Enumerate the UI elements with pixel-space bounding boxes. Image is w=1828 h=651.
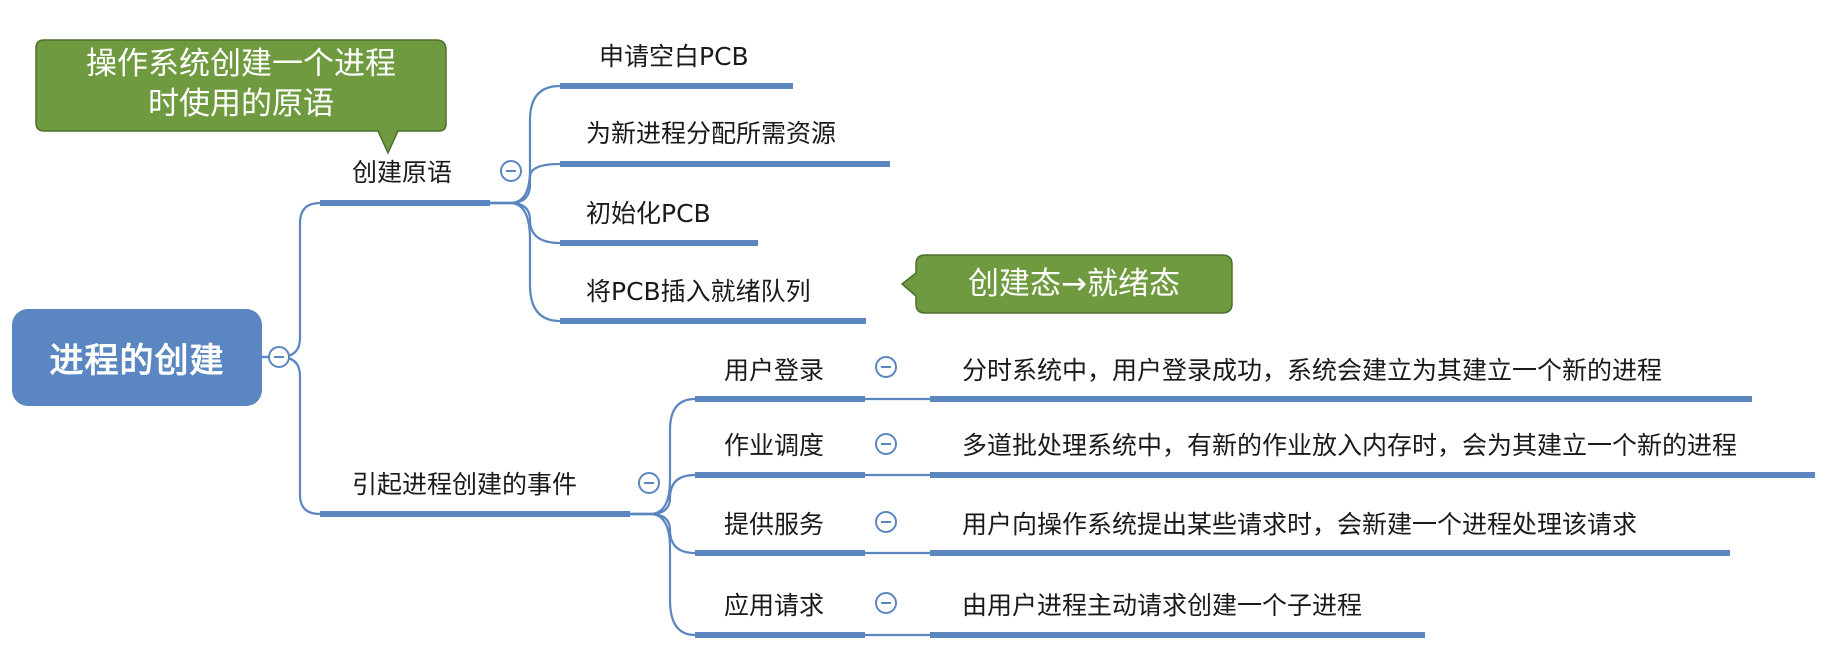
collapse-minus-icon[interactable] xyxy=(638,472,660,494)
edge-root-creation xyxy=(262,201,321,359)
edge-events-item1 xyxy=(630,397,696,516)
node-event-name-2[interactable]: 作业调度 xyxy=(724,431,825,460)
node-event-desc-2[interactable]: 多道批处理系统中，有新的作业放入内存时，会为其建立一个新的进程 xyxy=(962,431,1738,460)
edge-creation-step2 xyxy=(490,162,561,205)
node-event-desc-3[interactable]: 用户向操作系统提出某些请求时，会新建一个进程处理该请求 xyxy=(962,510,1638,539)
collapse-minus-icon[interactable] xyxy=(875,511,897,533)
node-event-name-4[interactable]: 应用请求 xyxy=(724,591,825,620)
callout-primitive-line2: 时使用的原语 xyxy=(148,86,334,122)
collapse-minus-icon[interactable] xyxy=(268,346,290,368)
collapse-minus-icon[interactable] xyxy=(875,356,897,378)
node-creation-primitive[interactable]: 创建原语 xyxy=(352,158,453,187)
node-step-4[interactable]: 将PCB插入就绪队列 xyxy=(586,277,811,306)
edge-creation-step3 xyxy=(490,201,561,245)
edge-events-item2 xyxy=(630,473,696,516)
callout-state-bubble xyxy=(900,254,1233,314)
edge-creation-step4 xyxy=(490,201,561,323)
node-event-name-3[interactable]: 提供服务 xyxy=(724,510,825,539)
root-node[interactable]: 进程的创建 xyxy=(12,309,262,406)
root-node-label: 进程的创建 xyxy=(49,341,225,381)
node-step-1[interactable]: 申请空白PCB xyxy=(599,42,749,71)
node-step-2[interactable]: 为新进程分配所需资源 xyxy=(586,119,837,148)
edge-root-events xyxy=(262,355,321,516)
callout-state: 创建态→就绪态 xyxy=(968,266,1180,302)
collapse-minus-icon[interactable] xyxy=(500,160,522,182)
node-event-desc-4[interactable]: 由用户进程主动请求创建一个子进程 xyxy=(962,591,1363,620)
collapse-minus-icon[interactable] xyxy=(875,433,897,455)
collapse-minus-icon[interactable] xyxy=(875,592,897,614)
edge-creation-step1 xyxy=(490,84,561,205)
callout-primitive: 操作系统创建一个进程 时使用的原语 xyxy=(36,44,446,124)
edge-events-item4 xyxy=(630,512,696,637)
node-events[interactable]: 引起进程创建的事件 xyxy=(352,470,578,499)
callout-primitive-bubble xyxy=(35,39,447,155)
callout-primitive-line1: 操作系统创建一个进程 xyxy=(86,46,396,82)
node-step-3[interactable]: 初始化PCB xyxy=(586,199,711,228)
node-event-desc-1[interactable]: 分时系统中，用户登录成功，系统会建立为其建立一个新的进程 xyxy=(962,356,1663,385)
node-event-name-1[interactable]: 用户登录 xyxy=(724,356,825,385)
